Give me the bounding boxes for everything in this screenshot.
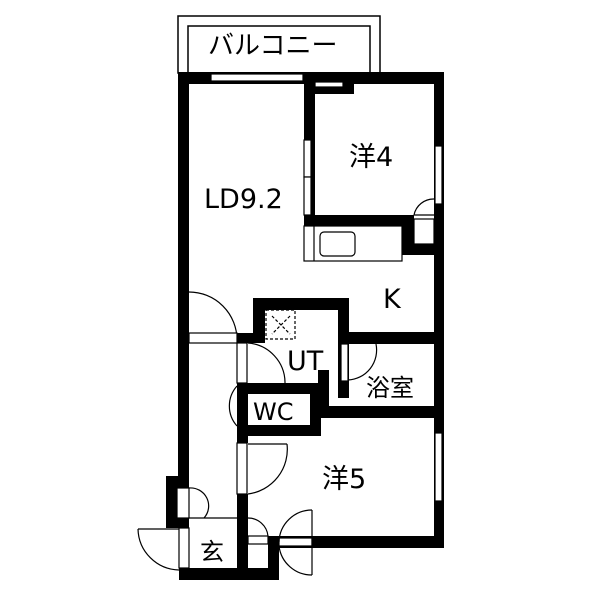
room-label-western-5: 洋5 [322,464,367,495]
room-label-balcony: バルコニー [208,31,338,61]
room-label-ld: LD9.2 [204,184,283,215]
room-label-toilet: WC [253,398,294,426]
room-label-western-4: 洋4 [349,142,394,173]
closet-door-western4 [413,198,435,245]
room-label-bathroom: 浴室 [366,374,414,402]
windows [210,73,443,502]
room-label-utility: UT [287,346,324,377]
room-label-kitchen: K [383,284,401,315]
doors [137,291,378,576]
washer-pan [265,309,296,340]
sliding-door-ld-western4 [303,139,312,216]
room-label-entrance: 玄 [200,538,224,566]
balcony-outline [177,15,381,74]
kitchen-counter [303,225,403,262]
